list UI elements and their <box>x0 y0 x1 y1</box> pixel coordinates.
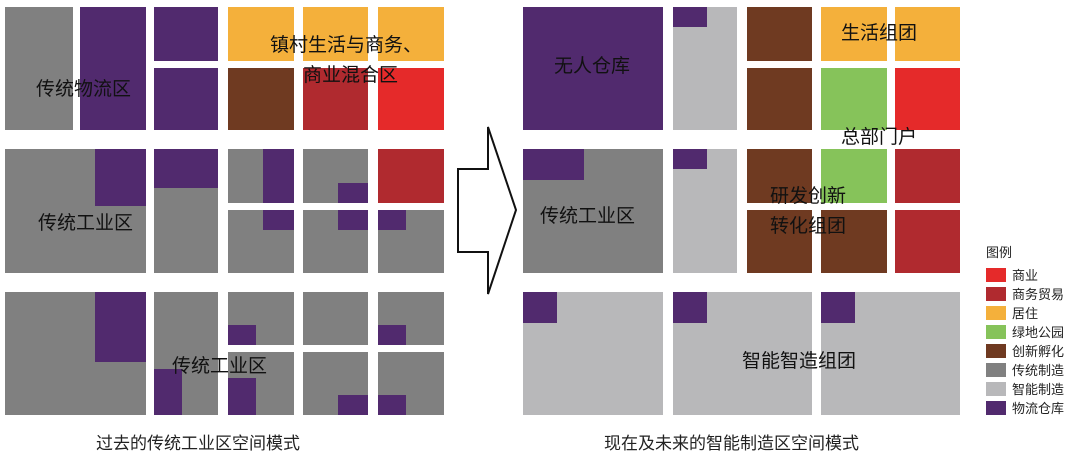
block-logistics <box>673 149 707 169</box>
block-commerce <box>895 68 960 130</box>
block-residential <box>228 7 294 61</box>
block-innovation <box>747 149 812 203</box>
label-mixed-zone-line1: 镇村生活与商务、 <box>270 34 422 56</box>
legend-label: 商务贸易 <box>1012 287 1064 303</box>
block-smart-mfg <box>673 7 737 130</box>
legend-label: 居住 <box>1012 307 1038 322</box>
block-logistics <box>80 7 146 130</box>
block-logistics <box>673 292 707 323</box>
label-rd-line2: 转化组团 <box>770 215 846 237</box>
block-residential <box>895 7 960 61</box>
block-logistics <box>95 292 146 362</box>
right-arrow-icon <box>457 126 518 295</box>
legend-swatch-smart-mfg <box>986 382 1006 396</box>
block-logistics <box>228 378 256 415</box>
block-logistics <box>154 149 218 188</box>
block-logistics <box>378 325 406 345</box>
block-logistics <box>154 7 218 61</box>
block-logistics <box>378 395 406 415</box>
label-rd-line1: 研发创新 <box>770 185 846 207</box>
right-caption: 现在及未来的智能制造区空间模式 <box>604 434 859 454</box>
legend-swatch-traditional-mfg <box>986 363 1006 377</box>
label-warehouse: 无人仓库 <box>554 55 630 77</box>
block-green-park <box>821 68 887 130</box>
legend-swatch-residential <box>986 306 1006 320</box>
legend-swatch-commerce <box>986 268 1006 282</box>
label-living: 生活组团 <box>841 22 917 44</box>
block-innovation <box>228 68 294 130</box>
block-business-trade <box>303 68 368 130</box>
block-innovation <box>747 7 812 61</box>
label-logistics-zone: 传统物流区 <box>36 78 131 100</box>
block-green-park <box>821 149 887 203</box>
legend-label: 商业 <box>1012 269 1038 284</box>
block-traditional-mfg <box>5 7 73 130</box>
block-logistics <box>338 395 368 415</box>
left-caption: 过去的传统工业区空间模式 <box>96 434 300 454</box>
legend-swatch-logistics <box>986 401 1006 415</box>
block-logistics <box>263 149 294 203</box>
block-innovation <box>747 210 812 273</box>
block-logistics <box>338 183 368 203</box>
block-innovation <box>747 68 812 130</box>
label-mixed-zone-line2: 商业混合区 <box>303 64 398 86</box>
label-industry-zone: 传统工业区 <box>38 212 133 234</box>
legend-swatch-business-trade <box>986 287 1006 301</box>
block-logistics <box>338 210 368 230</box>
block-logistics <box>154 369 182 415</box>
block-smart-mfg <box>673 149 737 273</box>
block-logistics <box>228 325 256 345</box>
legend-label: 物流仓库 <box>1012 401 1064 417</box>
block-logistics <box>821 292 855 323</box>
block-residential <box>303 7 368 61</box>
left-diagram: 传统物流区 镇村生活与商务、 商业混合区 传统工业区 传统工业区 过去的传统工业… <box>5 7 444 454</box>
block-logistics <box>95 149 146 206</box>
legend-label: 智能制造 <box>1012 383 1064 398</box>
legend-swatch-innovation <box>986 344 1006 358</box>
legend-label: 绿地公园 <box>1012 326 1064 341</box>
block-business-trade <box>895 210 960 273</box>
block-logistics <box>154 68 218 130</box>
block-logistics <box>523 7 663 130</box>
label-industry-zone: 传统工业区 <box>172 355 267 377</box>
block-logistics <box>523 292 557 323</box>
block-logistics <box>673 7 707 27</box>
block-logistics <box>523 149 584 180</box>
legend-label: 创新孵化 <box>1012 344 1064 360</box>
block-logistics <box>378 210 406 230</box>
legend-label: 传统制造 <box>1012 364 1064 379</box>
right-diagram: 无人仓库 生活组团 总部门户 研发创新 转化组团 传统工业区 智能智造组团 现在… <box>523 7 960 454</box>
block-commerce <box>378 68 444 130</box>
legend-swatch-green-park <box>986 325 1006 339</box>
block-innovation <box>821 210 887 273</box>
label-smart-cluster: 智能智造组团 <box>742 350 856 372</box>
block-residential <box>378 7 444 61</box>
block-business-trade <box>895 149 960 203</box>
label-industry-zone: 传统工业区 <box>540 205 635 227</box>
legend-title: 图例 <box>986 246 1012 261</box>
block-traditional-mfg <box>303 292 368 345</box>
label-hq: 总部门户 <box>841 126 917 148</box>
block-business-trade <box>378 149 444 203</box>
block-logistics <box>263 210 294 230</box>
block-residential <box>821 7 887 61</box>
